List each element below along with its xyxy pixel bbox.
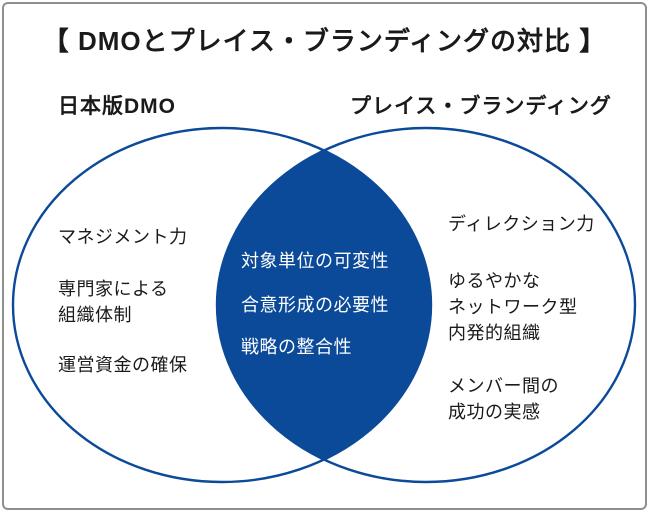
left-item-line: 専門家による xyxy=(58,279,169,299)
left-item-expert-organization: 専門家による 組織体制 xyxy=(58,276,168,328)
right-item-network-organization: ゆるやかな ネットワーク型 内発的組織 xyxy=(448,268,578,346)
left-item-management: マネジメント力 xyxy=(58,224,188,250)
left-set-label: 日本版DMO xyxy=(58,95,176,118)
right-item-line: メンバー間の xyxy=(448,376,559,396)
right-item-line: 成功の実感 xyxy=(448,402,541,422)
intersection-item-variability: 対象単位の可変性 xyxy=(241,247,389,273)
left-item-line: マネジメント力 xyxy=(58,227,188,247)
intersection-item-line: 合意形成の必要性 xyxy=(241,295,389,315)
right-item-line: 内発的組織 xyxy=(448,323,541,343)
right-item-line: ディレクション力 xyxy=(448,214,595,234)
intersection-item-line: 戦略の整合性 xyxy=(241,337,352,357)
diagram-title: 【 DMOとプレイス・ブランディングの対比 】 xyxy=(42,26,607,56)
left-item-line: 運営資金の確保 xyxy=(58,355,188,375)
right-set-label: プレイス・ブランディング xyxy=(350,95,612,118)
intersection-lens xyxy=(216,150,432,460)
right-item-line: ゆるやかな xyxy=(448,271,541,291)
intersection-item-strategy: 戦略の整合性 xyxy=(241,333,352,359)
left-item-line: 組織体制 xyxy=(58,305,132,325)
left-item-funding: 運営資金の確保 xyxy=(58,352,188,378)
intersection-item-consensus: 合意形成の必要性 xyxy=(241,291,389,317)
right-item-member-success: メンバー間の 成功の実感 xyxy=(448,373,559,425)
right-item-direction: ディレクション力 xyxy=(448,211,595,237)
right-item-line: ネットワーク型 xyxy=(448,297,578,317)
intersection-item-line: 対象単位の可変性 xyxy=(241,251,389,271)
